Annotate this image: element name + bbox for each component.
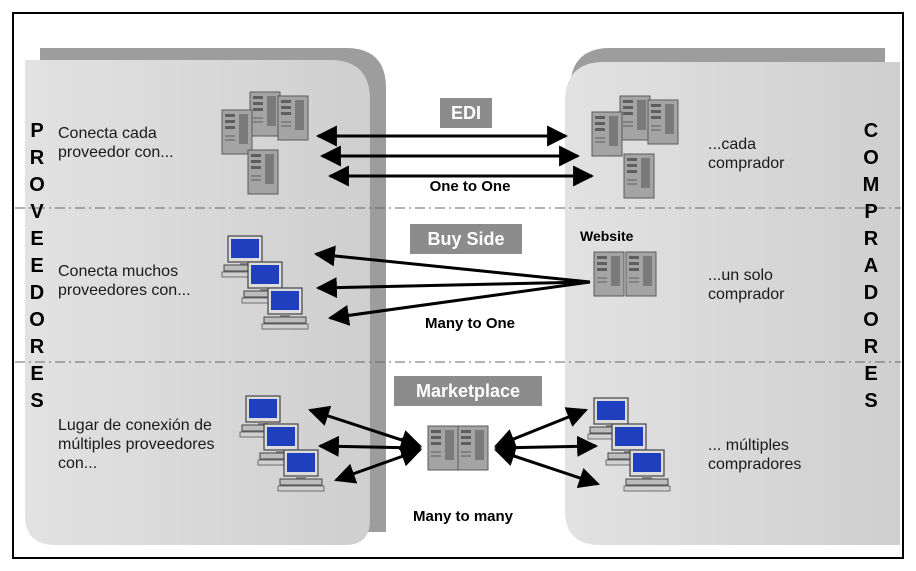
row2-right-line: comprador	[708, 286, 785, 303]
right-title-letter: P	[864, 201, 878, 223]
right-title-letter: D	[863, 282, 879, 304]
right-column-title: C O M P R A D O R E S	[858, 118, 884, 415]
left-title-letter: O	[29, 174, 45, 196]
left-title-letter: R	[29, 147, 45, 169]
right-title-letter: R	[863, 336, 879, 358]
website-label: Website	[580, 228, 634, 244]
row2-right-text: ...un solo comprador	[708, 266, 784, 304]
left-title-letter: V	[30, 201, 44, 223]
row3-left-line: múltiples proveedores	[58, 436, 215, 453]
left-title-letter: O	[29, 309, 45, 331]
row1-right-line: ...cada	[708, 136, 757, 153]
outer-frame	[12, 12, 904, 559]
left-title-letter: E	[30, 363, 44, 385]
row3-left-text: Lugar de conexión de múltiples proveedor…	[58, 416, 215, 473]
row3-left-line: Lugar de conexión de	[58, 417, 212, 434]
row2-caption: Many to One	[424, 315, 515, 332]
edi-header: EDI	[440, 98, 492, 128]
row1-right-line: comprador	[708, 155, 785, 172]
row2-left-text: Conecta muchos proveedores con...	[58, 262, 191, 300]
row3-left-line: con...	[58, 455, 98, 472]
right-title-letter: S	[864, 390, 878, 412]
row2-left-line: proveedores con...	[58, 282, 191, 299]
row3-right-text: ... múltiples compradores	[708, 436, 801, 474]
left-column-title: P R O V E E D O R E S	[24, 118, 50, 415]
right-title-letter: O	[863, 309, 879, 331]
row3-right-line: compradores	[708, 456, 802, 473]
left-title-letter: P	[30, 120, 44, 142]
server-rack-icon	[427, 425, 489, 471]
left-title-letter: D	[29, 282, 45, 304]
right-title-letter: A	[863, 255, 879, 277]
right-title-letter: C	[863, 120, 879, 142]
row3-right-line: ... múltiples	[708, 437, 789, 454]
row3-caption: Many to many	[412, 508, 514, 525]
arrow-icon	[308, 405, 600, 488]
buy-side-header: Buy Side	[410, 224, 522, 254]
marketplace-header: Marketplace	[394, 376, 542, 406]
right-title-letter: O	[863, 147, 879, 169]
row1-right-text: ...cada comprador	[708, 135, 784, 173]
row1-caption: One to One	[429, 178, 511, 195]
right-title-letter: E	[864, 363, 878, 385]
right-title-letter: R	[863, 228, 879, 250]
row1-left-line: proveedor con...	[58, 144, 174, 161]
right-title-letter: M	[862, 174, 880, 196]
left-title-letter: E	[30, 228, 44, 250]
row2-left-line: Conecta muchos	[58, 263, 179, 280]
row1-left-text: Conecta cada proveedor con...	[58, 124, 174, 162]
left-title-letter: S	[30, 390, 44, 412]
left-title-letter: E	[30, 255, 44, 277]
row2-right-line: ...un solo	[708, 267, 773, 284]
row1-left-line: Conecta cada	[58, 125, 157, 142]
arrow-icon	[313, 245, 591, 326]
arrow-icon	[315, 125, 595, 187]
left-title-letter: R	[29, 336, 45, 358]
